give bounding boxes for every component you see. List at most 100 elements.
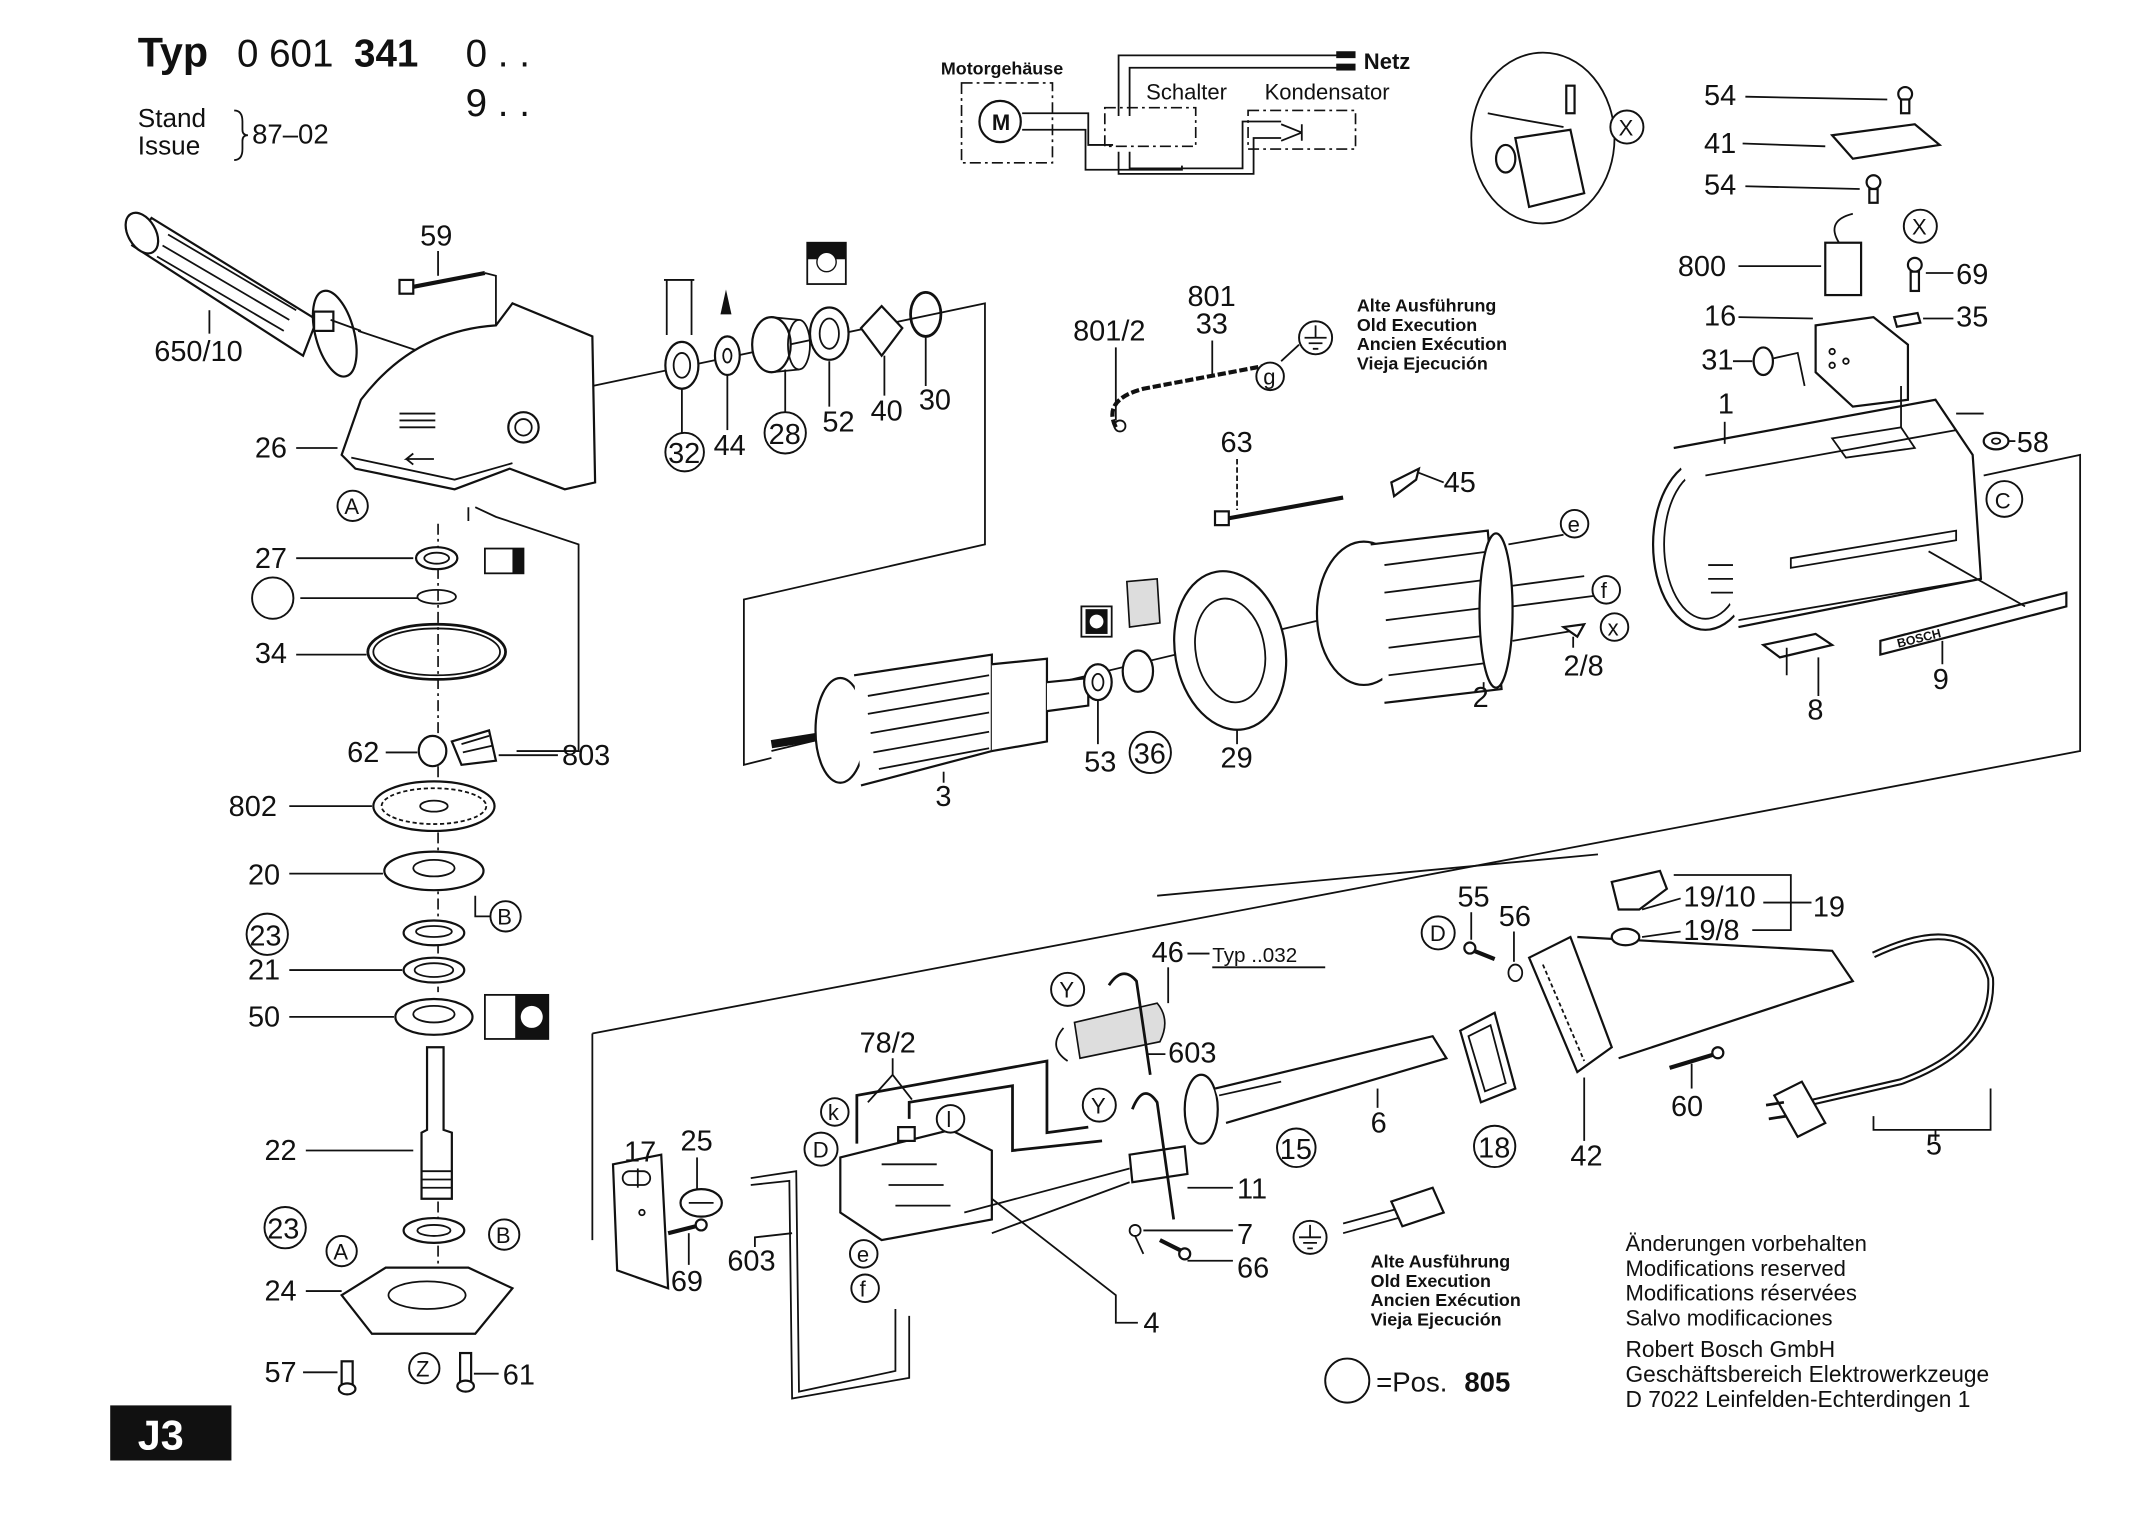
- modifications-es: Salvo modificaciones: [1626, 1305, 1833, 1330]
- callout-Z: Z: [408, 1352, 441, 1385]
- svg-text:32: 32: [668, 438, 700, 470]
- label-17: 17: [624, 1137, 656, 1169]
- handle-assembly: [1183, 869, 1995, 1145]
- label-30: 30: [919, 384, 951, 416]
- svg-text:e: e: [857, 1242, 869, 1267]
- washer-21: [402, 956, 466, 984]
- circled-label-51: [251, 576, 295, 620]
- carbon-brush-800: [1824, 212, 1863, 297]
- page-code-badge: J3: [110, 1405, 232, 1461]
- switch-78: [839, 1126, 993, 1242]
- armature-assembly: [770, 363, 1599, 787]
- svg-text:Y: Y: [1091, 1093, 1106, 1118]
- label-2-8: 2/8: [1564, 650, 1604, 682]
- rear-handle-42: [1527, 935, 1855, 1074]
- label-60: 60: [1671, 1091, 1703, 1123]
- label-4: 4: [1143, 1307, 1159, 1339]
- label-25: 25: [681, 1126, 713, 1158]
- label-26: 26: [255, 433, 287, 465]
- bearing-section-top: [806, 241, 847, 285]
- label-802: 802: [229, 791, 277, 823]
- ground-symbol-top: [1280, 320, 1334, 362]
- plug-5: [1765, 1080, 1827, 1139]
- legend-equals-pos: =Pos.: [1376, 1367, 1447, 1398]
- issue-value: 87–02: [252, 119, 329, 150]
- svg-text:Y: Y: [1059, 978, 1074, 1003]
- label-9: 9: [1933, 664, 1949, 696]
- label-69-top: 69: [1956, 259, 1988, 291]
- svg-text:23: 23: [249, 920, 281, 952]
- svg-text:Alte Ausführung: Alte Ausführung: [1357, 296, 1496, 316]
- capacitor-11: [964, 1145, 1189, 1235]
- label-22: 22: [264, 1135, 296, 1167]
- switch-label: Schalter: [1146, 79, 1227, 104]
- seal-ring-34: [366, 622, 507, 681]
- svg-text:Old Execution: Old Execution: [1371, 1271, 1491, 1291]
- tool-icon-2: [720, 289, 732, 315]
- screw-69-bottom: [667, 1218, 708, 1236]
- typ-label: Typ: [138, 29, 208, 75]
- interference-capacitor-ground: [1342, 1186, 1446, 1235]
- callout-D-handle: D: [1420, 915, 1456, 951]
- motor-symbol: [978, 99, 1022, 144]
- svg-text:28: 28: [769, 419, 801, 451]
- nut-58: [1982, 431, 2010, 451]
- typ-prefix: 0 601: [237, 32, 334, 75]
- label-57: 57: [264, 1357, 296, 1389]
- bevel-gear-802: [372, 780, 496, 833]
- bracket-45: [1390, 466, 1421, 499]
- label-54-top: 54: [1704, 80, 1736, 112]
- bearing-27: [414, 546, 459, 571]
- seal-23-top: [402, 919, 466, 947]
- svg-text:X: X: [1912, 214, 1927, 239]
- label-8: 8: [1807, 694, 1823, 726]
- svg-text:Old Execution: Old Execution: [1357, 315, 1477, 335]
- circled-label-28: 28: [763, 411, 807, 455]
- svg-text:e: e: [1568, 512, 1580, 537]
- circled-label-36: 36: [1128, 730, 1172, 775]
- retaining-ring-51: [416, 588, 457, 605]
- sleeve-28: [751, 316, 811, 374]
- label-56: 56: [1499, 901, 1531, 933]
- svg-text:18: 18: [1478, 1132, 1510, 1164]
- svg-text:23: 23: [267, 1214, 299, 1246]
- detail-circle-brush: [1470, 51, 1616, 225]
- ground-wire-801: [1110, 363, 1268, 433]
- svg-text:15: 15: [1280, 1134, 1312, 1166]
- circled-label-18: 18: [1473, 1124, 1517, 1169]
- label-45: 45: [1444, 467, 1476, 499]
- screw-61: [456, 1351, 475, 1393]
- seal-23-bottom: [402, 1216, 466, 1244]
- label-41: 41: [1704, 128, 1736, 160]
- label-50: 50: [248, 1002, 280, 1034]
- typ-variant-9: 9 . .: [466, 82, 530, 125]
- label-66: 66: [1237, 1252, 1269, 1284]
- mains-plug-1: [1336, 51, 1356, 59]
- sleeve-36: [1121, 649, 1155, 693]
- mains-label: Netz: [1364, 49, 1411, 74]
- circled-label-23-top: 23: [245, 912, 289, 956]
- svg-text:Ancien Exécution: Ancien Exécution: [1357, 334, 1507, 354]
- label-803: 803: [562, 740, 610, 772]
- label-53: 53: [1084, 747, 1116, 779]
- motor-housing-box: [960, 82, 1054, 164]
- callout-B-top: B: [489, 900, 522, 933]
- label-11: 11: [1237, 1174, 1267, 1206]
- label-650-10: 650/10: [154, 336, 242, 368]
- screw-55: [1463, 941, 1496, 961]
- screw-69-top: [1906, 256, 1923, 293]
- svg-text:D: D: [1430, 921, 1446, 946]
- callout-f-stator: f: [1591, 575, 1621, 605]
- label-801-2: 801/2: [1073, 316, 1145, 348]
- callout-e-stator: e: [1559, 509, 1590, 539]
- label-27: 27: [255, 543, 287, 575]
- power-cable-5: [1810, 933, 1995, 1106]
- modifications-fr: Modifications réservées: [1626, 1281, 1857, 1306]
- svg-text:C: C: [1995, 489, 2011, 514]
- label-21: 21: [248, 955, 280, 987]
- position-legend: =Pos. 805: [1324, 1357, 1510, 1404]
- svg-text:A: A: [344, 494, 359, 519]
- label-61: 61: [503, 1360, 535, 1392]
- svg-text:f: f: [1601, 578, 1608, 603]
- nameplate-9: BOSCH: [1879, 591, 2068, 657]
